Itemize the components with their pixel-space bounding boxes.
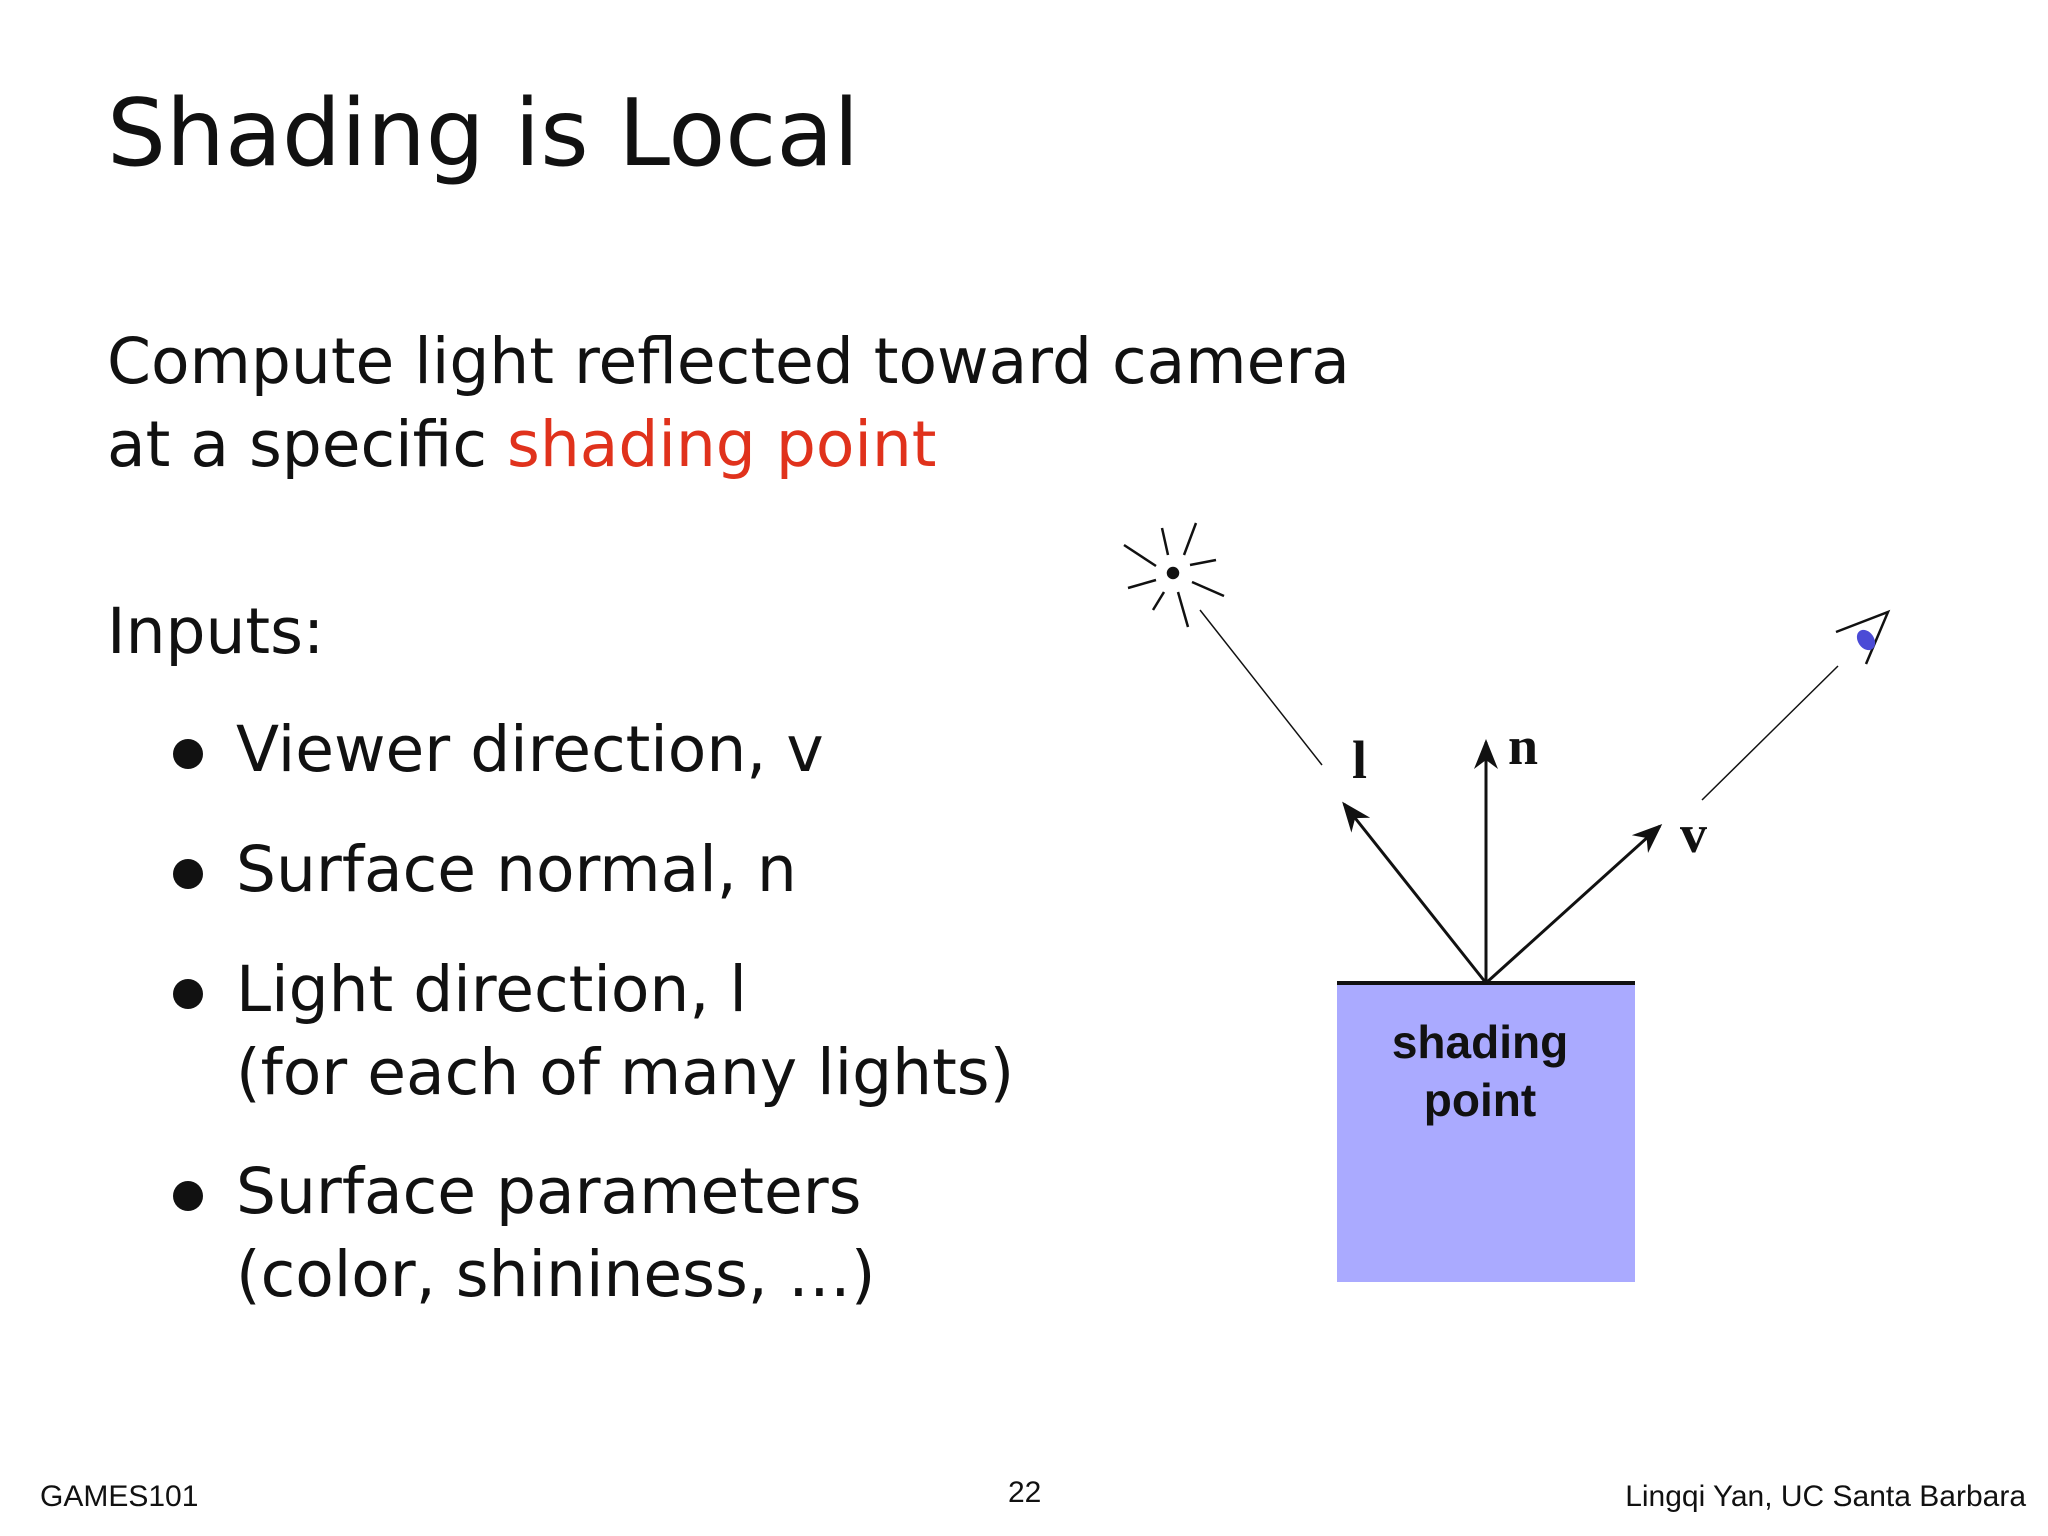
- shading-point-highlight: shading point: [507, 408, 937, 481]
- footer-course: GAMES101: [40, 1480, 199, 1513]
- light-direction-arrow: [1342, 801, 1488, 984]
- eye-icon: [1835, 609, 1891, 665]
- bullet-viewer-direction: Viewer direction, v: [173, 708, 824, 791]
- light-source-icon: [1123, 522, 1225, 628]
- bullet-subtext: (color, shininess, …): [236, 1238, 876, 1311]
- label-v: v: [1680, 804, 1707, 864]
- shading-point-box: [1337, 982, 1635, 1282]
- bullet-text: Surface parameters: [236, 1155, 862, 1228]
- box-label-line-1: shading: [1392, 1016, 1568, 1068]
- intro-text: Compute light reflected toward camera at…: [107, 320, 1350, 486]
- bullet-text: Surface normal, n: [236, 833, 797, 906]
- bullet-surface-normal: Surface normal, n: [173, 828, 797, 911]
- footer-author: Lingqi Yan, UC Santa Barbara: [1625, 1480, 2026, 1513]
- intro-line-1: Compute light reflected toward camera: [107, 325, 1350, 398]
- label-l: l: [1352, 730, 1367, 790]
- bullet-dot-icon: [173, 1181, 203, 1211]
- viewer-guide-line: [1701, 665, 1839, 801]
- bullet-dot-icon: [173, 739, 203, 769]
- bullet-subtext: (for each of many lights): [236, 1036, 1015, 1109]
- bullet-surface-parameters: Surface parameters (color, shininess, …): [173, 1150, 876, 1316]
- light-guide-line: [1199, 609, 1323, 766]
- slide-title: Shading is Local: [107, 79, 860, 187]
- footer-page-number: 22: [1008, 1476, 1042, 1509]
- intro-line-2: at a specific shading point: [107, 403, 1350, 486]
- bullet-dot-icon: [173, 979, 203, 1009]
- bullet-dot-icon: [173, 859, 203, 889]
- bullet-text: Viewer direction, v: [236, 713, 824, 786]
- intro-line-2-prefix: at a specific: [107, 408, 508, 481]
- viewer-direction-arrow: [1484, 823, 1663, 985]
- box-label-line-2: point: [1424, 1074, 1536, 1126]
- bullet-text: Light direction, l: [236, 953, 747, 1026]
- inputs-label: Inputs:: [107, 595, 325, 668]
- label-n: n: [1508, 716, 1538, 776]
- bullet-light-direction: Light direction, l (for each of many lig…: [173, 948, 1015, 1114]
